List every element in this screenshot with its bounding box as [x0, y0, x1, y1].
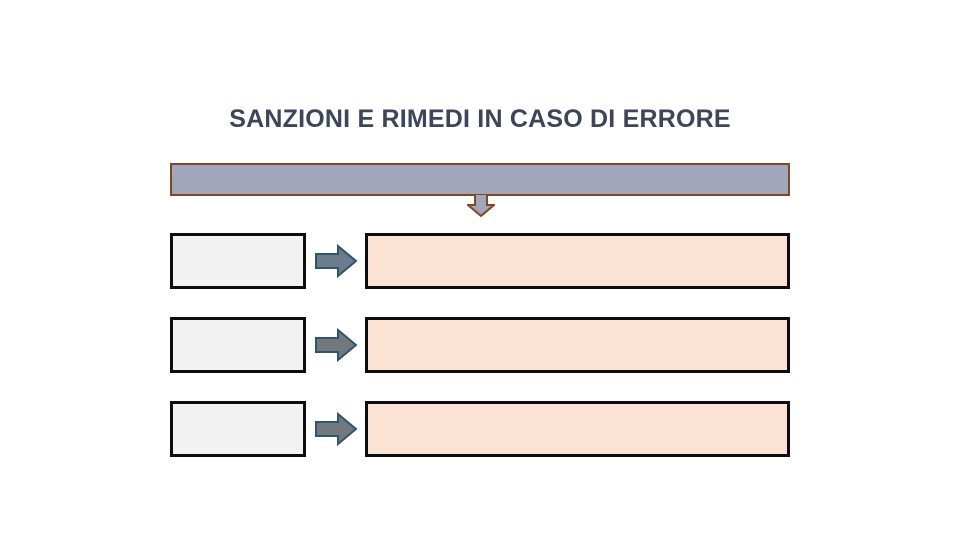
diagram-row: [170, 233, 790, 289]
row-left-box-label: [173, 236, 303, 286]
arrow-right-icon: [315, 243, 358, 279]
arrow-down-icon: [465, 193, 497, 218]
diagram-row: [170, 401, 790, 457]
row-left-box[interactable]: [170, 317, 306, 373]
page-title: SANZIONI E RIMEDI IN CASO DI ERRORE: [229, 105, 731, 133]
row-left-box-label: [173, 320, 303, 370]
arrow-right-icon: [315, 327, 358, 363]
row-right-box-label: [368, 236, 787, 286]
row-right-box-label: [368, 404, 787, 454]
row-right-box-label: [368, 320, 787, 370]
row-left-box[interactable]: [170, 233, 306, 289]
row-right-box[interactable]: [365, 401, 790, 457]
row-left-box[interactable]: [170, 401, 306, 457]
row-right-box[interactable]: [365, 317, 790, 373]
row-left-box-label: [173, 404, 303, 454]
header-banner-label: [172, 165, 788, 194]
header-banner[interactable]: [170, 163, 790, 196]
arrow-right-icon: [315, 411, 358, 447]
diagram-row: [170, 317, 790, 373]
row-right-box[interactable]: [365, 233, 790, 289]
